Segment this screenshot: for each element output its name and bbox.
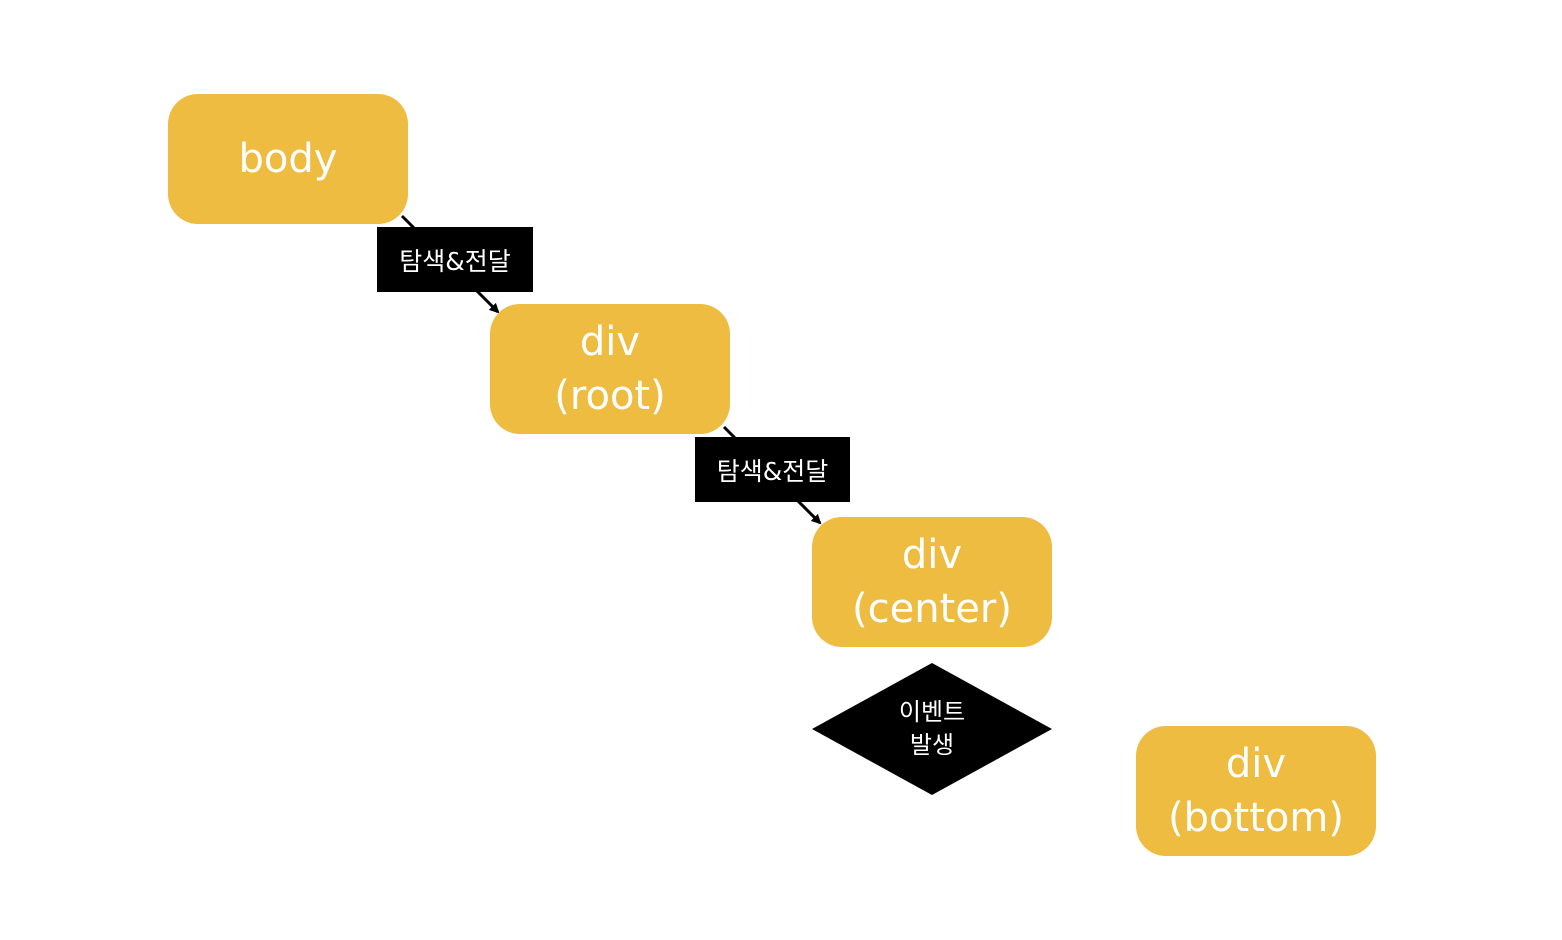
node-root: div (root) [490,304,730,434]
node-body: body [168,94,408,224]
edge-label-body-root: 탐색&전달 [377,227,533,292]
event-label: 이벤트 발생 [862,693,1002,765]
node-center-title: div [901,532,963,578]
node-bottom-subtitle: (bottom) [1168,795,1344,841]
edge-label-text: 탐색&전달 [716,456,829,486]
event-label-line2: 발생 [909,731,955,759]
node-bottom-title: div [1225,741,1287,787]
edge-label-text: 탐색&전달 [399,246,511,276]
node-root-title: div [579,319,641,365]
node-body-label: body [238,136,338,182]
event-label-line1: 이벤트 [898,698,966,726]
node-root-subtitle: (root) [554,373,666,419]
edge-label-root-center: 탐색&전달 [695,437,850,502]
node-center: div (center) [812,517,1052,647]
event-diamond [812,663,1052,795]
node-center-subtitle: (center) [852,586,1012,632]
node-bottom: div (bottom) [1136,726,1376,856]
